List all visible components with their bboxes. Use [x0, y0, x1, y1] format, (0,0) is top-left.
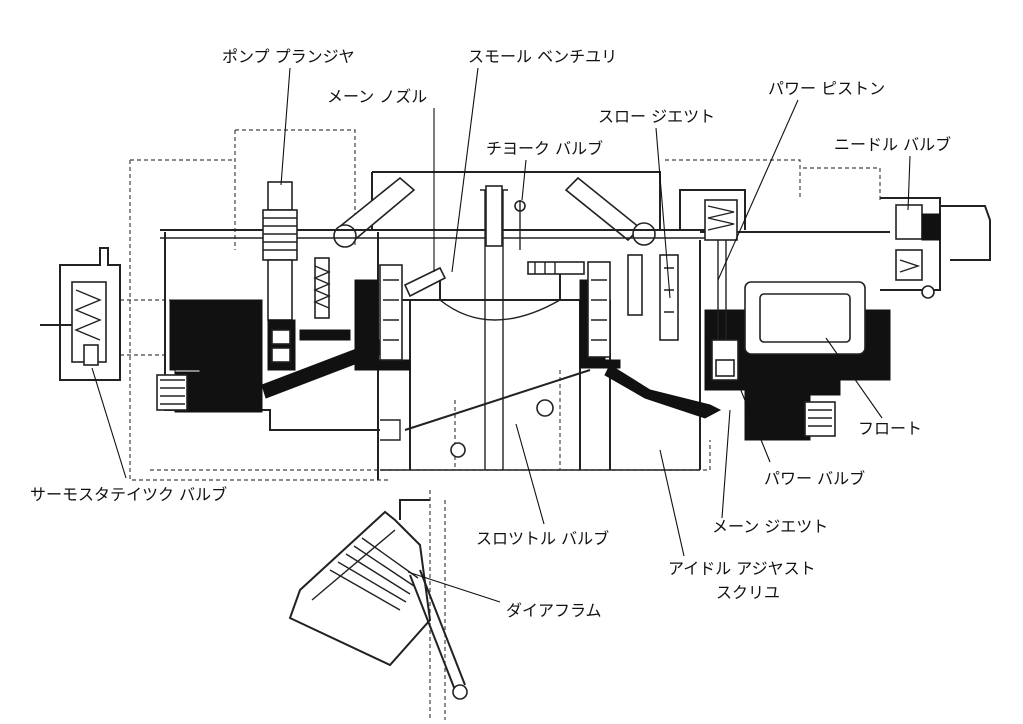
label-needle-valve: ニードル バルブ	[834, 135, 951, 154]
diaphragm-assembly	[288, 499, 468, 700]
label-throttle-valve: スロツトル バルブ	[476, 529, 609, 548]
pump-chamber	[156, 181, 387, 413]
label-slow-jet: スロー ジエツト	[598, 107, 715, 126]
thermostatic-valve	[40, 247, 121, 381]
label-power-valve: パワー バルブ	[764, 469, 865, 488]
label-diaphragm: ダイアフラム	[506, 601, 602, 620]
float-chamber	[604, 189, 991, 441]
label-idle-adjust: アイドル アジヤスト	[668, 559, 816, 578]
label-pump-plunger: ポンプ プランジヤ	[222, 47, 355, 66]
dashed-passages	[120, 129, 881, 720]
label-thermostatic-valve: サーモスタテイツク バルブ	[30, 485, 227, 504]
jet-wells	[354, 254, 679, 371]
label-float: フロート	[858, 419, 922, 438]
label-main-jet: メーン ジエツト	[712, 517, 828, 536]
carburetor-body	[160, 171, 720, 480]
label-main-nozzle: メーン ノズル	[327, 87, 427, 106]
label-power-piston: パワー ピストン	[768, 79, 885, 98]
label-small-venturi: スモール ベンチユリ	[468, 47, 617, 66]
label-choke-valve: チヨーク バルブ	[486, 139, 603, 158]
labels: ポンプ プランジヤ メーン ノズル スモール ベンチユリ チヨーク バルブ スロ…	[30, 47, 951, 620]
leader-lines	[91, 67, 911, 603]
label-idle-adjust-screw: スクリユ	[716, 583, 780, 602]
